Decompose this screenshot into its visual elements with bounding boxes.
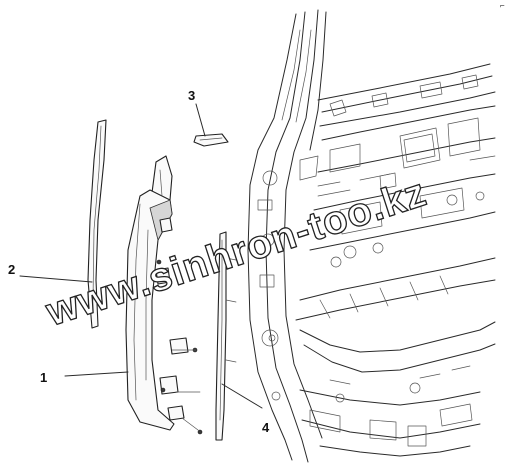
cab-body-frame (247, 9, 496, 463)
corner-mark: ⌐ (500, 1, 505, 10)
part-4-seal-strip (215, 231, 237, 441)
part-2-seal-strip (87, 119, 107, 329)
leader-lines (19, 103, 263, 409)
part-1-pillar-trim (125, 155, 203, 435)
part-3-bracket (193, 133, 229, 147)
callout-1: 1 (40, 370, 47, 385)
callout-4: 4 (262, 420, 270, 435)
callout-2: 2 (8, 262, 15, 277)
callout-3: 3 (188, 88, 195, 103)
